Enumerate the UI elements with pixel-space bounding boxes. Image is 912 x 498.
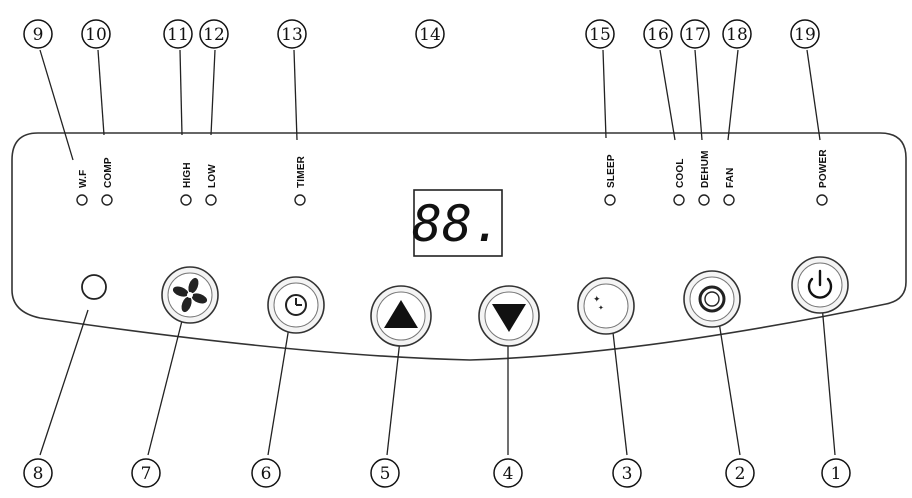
callout-14: 14 <box>415 19 445 49</box>
callout-7: 7 <box>131 458 161 488</box>
sensor-button[interactable] <box>81 274 107 300</box>
led-power <box>816 194 828 206</box>
triangle-down-icon <box>492 304 526 332</box>
led-cool <box>673 194 685 206</box>
mode-ring-icon <box>698 285 726 313</box>
svg-text:17: 17 <box>684 25 706 45</box>
svg-text:88.: 88. <box>412 195 502 253</box>
svg-text:SLEEP: SLEEP <box>606 154 617 188</box>
svg-text:TIMER: TIMER <box>296 155 307 188</box>
svg-text:12: 12 <box>203 25 225 45</box>
fan-speed-button[interactable] <box>161 266 219 324</box>
callout-12: 12 <box>199 19 229 49</box>
timer-button[interactable] <box>267 276 325 334</box>
power-icon <box>807 269 833 299</box>
led-low <box>205 194 217 206</box>
led-wf <box>76 194 88 206</box>
svg-text:8: 8 <box>33 464 44 484</box>
indicator-power: POWER <box>816 149 829 206</box>
indicator-comp: COMP <box>101 157 114 206</box>
down-button[interactable] <box>478 285 540 347</box>
callout-11: 11 <box>163 19 193 49</box>
callout-5: 5 <box>370 458 400 488</box>
callout-9: 9 <box>23 19 53 49</box>
panel-outline <box>11 132 907 361</box>
svg-text:DEHUM: DEHUM <box>700 150 711 188</box>
svg-text:11: 11 <box>167 25 189 45</box>
callout-18: 18 <box>722 19 752 49</box>
bottom-leader-lines <box>39 304 836 456</box>
fan-icon <box>172 277 208 313</box>
indicator-cool: COOL <box>673 158 686 206</box>
triangle-up-icon <box>384 300 418 328</box>
callout-19: 19 <box>790 19 820 49</box>
svg-text:HIGH: HIGH <box>182 162 193 188</box>
indicator-low: LOW <box>205 164 218 206</box>
svg-text:13: 13 <box>281 25 303 45</box>
led-sleep <box>604 194 616 206</box>
callout-17: 17 <box>680 19 710 49</box>
led-high <box>180 194 192 206</box>
svg-text:1: 1 <box>831 464 842 484</box>
indicator-fan: FAN <box>723 167 736 206</box>
svg-text:6: 6 <box>261 464 272 484</box>
svg-text:4: 4 <box>503 464 514 484</box>
callout-16: 16 <box>643 19 673 49</box>
indicator-wf: W.F <box>76 170 89 206</box>
callout-2: 2 <box>725 458 755 488</box>
sleep-button[interactable]: ✦ ✦ <box>577 277 635 335</box>
callout-15: 15 <box>585 19 615 49</box>
svg-text:7: 7 <box>141 464 152 484</box>
callout-4: 4 <box>493 458 523 488</box>
svg-text:9: 9 <box>33 25 44 45</box>
indicator-sleep: SLEEP <box>604 154 617 206</box>
led-dehum <box>698 194 710 206</box>
svg-text:COOL: COOL <box>675 158 686 188</box>
led-timer <box>294 194 306 206</box>
indicator-dehum: DEHUM <box>698 150 711 206</box>
clock-icon <box>285 294 307 316</box>
callout-1: 1 <box>821 458 851 488</box>
indicator-timer: TIMER <box>294 155 307 206</box>
callout-8: 8 <box>23 458 53 488</box>
svg-text:16: 16 <box>647 25 669 45</box>
svg-text:2: 2 <box>735 464 746 484</box>
lcd-display: 88. <box>412 189 503 257</box>
up-button[interactable] <box>370 285 432 347</box>
power-button[interactable] <box>791 256 849 314</box>
svg-text:FAN: FAN <box>725 167 736 188</box>
sensor-icon <box>81 274 107 300</box>
svg-text:14: 14 <box>419 25 441 45</box>
svg-text:✦: ✦ <box>598 304 604 312</box>
indicator-high: HIGH <box>180 162 193 206</box>
svg-text:3: 3 <box>622 464 633 484</box>
svg-text:19: 19 <box>794 25 816 45</box>
svg-text:15: 15 <box>589 25 611 45</box>
svg-text:10: 10 <box>85 25 107 45</box>
svg-text:18: 18 <box>726 25 748 45</box>
svg-text:✦: ✦ <box>593 295 601 305</box>
callout-10: 10 <box>81 19 111 49</box>
svg-text:POWER: POWER <box>818 149 829 188</box>
svg-text:COMP: COMP <box>103 157 114 188</box>
svg-text:LOW: LOW <box>207 164 218 188</box>
led-fan <box>723 194 735 206</box>
callout-3: 3 <box>612 458 642 488</box>
moon-stars-icon: ✦ ✦ <box>593 292 621 320</box>
svg-text:W.F: W.F <box>78 170 89 188</box>
svg-text:5: 5 <box>380 464 391 484</box>
callout-6: 6 <box>251 458 281 488</box>
top-leader-lines <box>39 49 821 161</box>
led-comp <box>101 194 113 206</box>
callout-13: 13 <box>277 19 307 49</box>
mode-button[interactable] <box>683 270 741 328</box>
